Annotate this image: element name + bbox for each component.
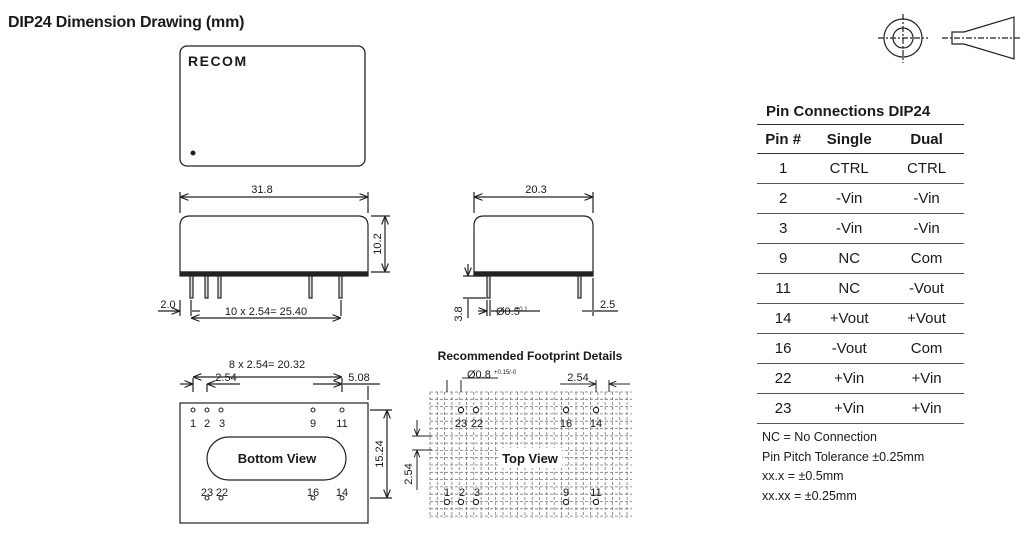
table-cell: NC bbox=[809, 243, 890, 274]
table-cell: +Vout bbox=[809, 303, 890, 334]
table-cell: +Vin bbox=[809, 363, 890, 394]
module-top-view: RECOM bbox=[179, 45, 366, 167]
dim-pin-span-bottom: 8 x 2.54= 20.32 bbox=[229, 359, 305, 371]
dim-pitch-left: 2.54 bbox=[215, 372, 236, 384]
bottom-pin-label: 23 bbox=[201, 487, 213, 499]
bottom-pin-label: 1 bbox=[190, 418, 196, 430]
table-row: 3-Vin-Vin bbox=[757, 213, 964, 244]
footprint-holes bbox=[443, 406, 600, 506]
fp-pin-label: 22 bbox=[471, 418, 483, 430]
fp-hole-tol: +0.15/-0 bbox=[494, 370, 517, 376]
table-row: 2-Vin-Vin bbox=[757, 183, 964, 214]
fp-pin-label: 2 bbox=[459, 487, 465, 499]
table-cell: -Vin bbox=[889, 183, 964, 214]
dim-edge-right: 5.08 bbox=[348, 372, 369, 384]
table-cell: -Vin bbox=[889, 213, 964, 244]
dim-pin-length: 2.5 bbox=[600, 299, 615, 311]
table-cell: 22 bbox=[757, 363, 810, 394]
table-cell: -Vin bbox=[809, 183, 890, 214]
table-cell: +Vin bbox=[809, 393, 890, 424]
dim-length: 31.8 bbox=[251, 184, 272, 196]
table-cell: 9 bbox=[757, 243, 810, 274]
dim-row-spacing: 15.24 bbox=[374, 440, 386, 468]
bottom-view-pin-holes bbox=[190, 407, 345, 501]
table-row: 23+Vin+Vin bbox=[757, 393, 964, 424]
table-cell: Com bbox=[889, 243, 964, 274]
bottom-pin-label: 22 bbox=[216, 487, 228, 499]
fp-pin-label: 23 bbox=[455, 418, 467, 430]
note-line: Pin Pitch Tolerance ±0.25mm bbox=[762, 449, 925, 464]
table-cell: +Vout bbox=[889, 303, 964, 334]
table-cell: 16 bbox=[757, 333, 810, 364]
bottom-pin-label: 9 bbox=[310, 418, 316, 430]
fp-pin-label: 3 bbox=[474, 487, 480, 499]
notes-block: NC = No Connection Pin Pitch Tolerance ±… bbox=[762, 428, 924, 506]
pin-table-header: Pin # bbox=[757, 124, 810, 154]
footprint-heading: Recommended Footprint Details bbox=[438, 349, 623, 363]
table-cell: -Vout bbox=[809, 333, 890, 364]
dim-pin-span-side: 10 x 2.54= 25.40 bbox=[225, 306, 307, 318]
bottom-pin-label: 16 bbox=[307, 487, 319, 499]
projection-symbol-icon bbox=[878, 14, 1020, 63]
bottom-pin-label: 2 bbox=[204, 418, 210, 430]
table-cell: CTRL bbox=[889, 153, 964, 184]
bottom-view-label: Bottom View bbox=[238, 451, 317, 466]
module-side-view bbox=[158, 192, 390, 318]
fp-hole-dia: Ø0.8 bbox=[467, 369, 491, 381]
table-cell: +Vin bbox=[889, 393, 964, 424]
fp-top-view-label-bg bbox=[498, 448, 562, 468]
fp-pitch-top: 2.54 bbox=[567, 372, 588, 384]
fp-pitch-side: 2.54 bbox=[403, 463, 415, 484]
pin-table-header: Single bbox=[809, 124, 890, 154]
table-cell: -Vout bbox=[889, 273, 964, 304]
table-row: 22+Vin+Vin bbox=[757, 363, 964, 394]
dim-pin-offset: 2.0 bbox=[160, 299, 175, 311]
fp-pin-label: 9 bbox=[563, 487, 569, 499]
table-cell: -Vin bbox=[809, 213, 890, 244]
dim-pin-diameter: Ø0.5 bbox=[496, 306, 520, 318]
recom-logo: RECOM bbox=[188, 53, 248, 69]
fp-pin-label: 16 bbox=[560, 418, 572, 430]
table-cell: 1 bbox=[757, 153, 810, 184]
table-row: 14+Vout+Vout bbox=[757, 303, 964, 334]
dim-width: 20.3 bbox=[525, 184, 546, 196]
table-cell: NC bbox=[809, 273, 890, 304]
pin-connections-table: Pin Connections DIP24 Pin # Single Dual … bbox=[757, 103, 964, 424]
footprint-outline bbox=[412, 377, 630, 490]
bottom-pin-label: 3 bbox=[219, 418, 225, 430]
pin-table-caption: Pin Connections DIP24 bbox=[766, 103, 931, 120]
pin-table-header: Dual bbox=[889, 124, 964, 154]
table-cell: 2 bbox=[757, 183, 810, 214]
table-cell: 3 bbox=[757, 213, 810, 244]
pin-table-header-row: Pin # Single Dual bbox=[757, 124, 964, 154]
dim-standoff: 3.8 bbox=[453, 306, 465, 321]
note-line: xx.x = ±0.5mm bbox=[762, 469, 844, 483]
table-cell: 11 bbox=[757, 273, 810, 304]
fp-pin-label: 11 bbox=[590, 487, 601, 499]
table-cell: CTRL bbox=[809, 153, 890, 184]
table-cell: +Vin bbox=[889, 363, 964, 394]
footprint-top-view-label: Top View bbox=[502, 451, 559, 466]
note-line: NC = No Connection bbox=[762, 430, 877, 444]
bottom-pin-label: 11 bbox=[336, 418, 347, 430]
pin1-marker-icon bbox=[190, 150, 196, 156]
page-title: DIP24 Dimension Drawing (mm) bbox=[8, 14, 245, 31]
dim-pin-diameter-tol: ±0.1 bbox=[516, 307, 528, 313]
module-end-view bbox=[463, 192, 618, 318]
table-cell: Com bbox=[889, 333, 964, 364]
dim-height: 10.2 bbox=[372, 233, 384, 254]
bottom-view bbox=[179, 377, 392, 524]
table-cell: 14 bbox=[757, 303, 810, 334]
fp-pin-label: 14 bbox=[590, 418, 602, 430]
table-cell: 23 bbox=[757, 393, 810, 424]
bottom-pin-label: 14 bbox=[336, 487, 348, 499]
fp-pin-label: 1 bbox=[444, 487, 450, 499]
note-line: xx.xx = ±0.25mm bbox=[762, 488, 857, 503]
